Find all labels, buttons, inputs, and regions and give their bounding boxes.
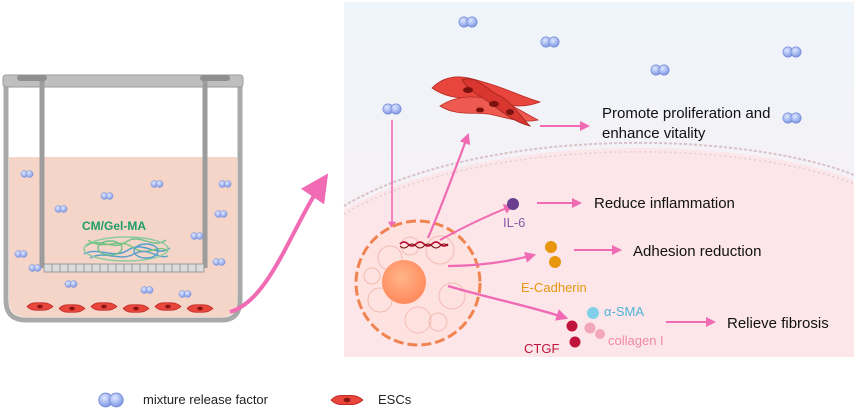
release-factor xyxy=(212,258,226,266)
outcome-inflammation: Reduce inflammation xyxy=(594,195,735,212)
release-factor xyxy=(650,64,670,76)
legend-esc-label: ESCs xyxy=(378,392,412,407)
esc-cell-body xyxy=(354,219,482,347)
release-factor xyxy=(782,46,802,58)
outcome-adhesion: Adhesion reduction xyxy=(633,243,761,260)
esc-cell xyxy=(26,302,54,311)
il6-label: IL-6 xyxy=(503,215,525,230)
release-factor xyxy=(190,232,204,240)
transwell-insert: CM/Gel-MA xyxy=(2,74,244,323)
release-factor xyxy=(20,170,34,178)
outcome-proliferation-line2: enhance vitality xyxy=(602,125,706,142)
release-factor xyxy=(782,112,802,124)
release-factor xyxy=(218,180,232,188)
ecadherin-label: E-Cadherin xyxy=(521,280,587,295)
esc-cell xyxy=(154,302,182,311)
membrane-pores xyxy=(51,264,197,272)
release-factor xyxy=(178,290,192,298)
legend-factor-label: mixture release factor xyxy=(143,392,269,407)
ecadherin-dot-top xyxy=(545,241,557,253)
legend-esc-icon xyxy=(330,394,364,406)
scaffold-label: CM/Gel-MA xyxy=(82,219,146,233)
release-factor xyxy=(54,205,68,213)
cell-membrane-outer xyxy=(343,141,855,207)
arrow-to-proliferation xyxy=(426,132,471,239)
release-factor xyxy=(28,264,42,272)
legend: mixture release factor ESCs xyxy=(98,392,412,408)
release-factor xyxy=(382,103,402,115)
release-factor xyxy=(140,286,154,294)
release-factor xyxy=(100,192,114,200)
ctgf-label: CTGF xyxy=(524,341,559,356)
il6-dot xyxy=(507,198,519,210)
well-rim xyxy=(2,74,244,88)
arrow-to-il6 xyxy=(439,204,514,241)
legend-factor-icon xyxy=(98,392,124,408)
collagen-label: collagen I xyxy=(608,333,664,348)
arrow-to-fibrosis xyxy=(447,284,569,321)
outcome-proliferation-line1: Promote proliferation and xyxy=(602,105,770,122)
release-factor xyxy=(150,180,164,188)
dna-strand xyxy=(399,241,449,247)
esc-cell xyxy=(58,304,86,313)
arrow-to-ecadherin xyxy=(447,251,537,268)
release-factor xyxy=(458,16,478,28)
ecadherin-dot-bottom xyxy=(549,256,561,268)
hydrogel-scaffold xyxy=(83,236,171,262)
esc-cell xyxy=(90,302,118,311)
asma-dot xyxy=(587,307,599,319)
transition-arrow xyxy=(229,173,329,314)
release-factor xyxy=(214,210,228,218)
esc-cluster xyxy=(431,76,542,127)
release-factor xyxy=(540,36,560,48)
esc-cell xyxy=(122,304,150,313)
esc-cell xyxy=(186,304,214,313)
ctgf-dot-2 xyxy=(569,336,581,348)
collagen-dot-1 xyxy=(584,322,596,334)
collagen-dot-2 xyxy=(595,329,605,339)
release-factor xyxy=(64,280,78,288)
release-factor xyxy=(14,250,28,258)
ctgf-dot-1 xyxy=(566,320,578,332)
outcome-fibrosis: Relieve fibrosis xyxy=(727,315,829,332)
asma-label: α-SMA xyxy=(604,304,644,319)
nucleolus xyxy=(382,260,426,304)
